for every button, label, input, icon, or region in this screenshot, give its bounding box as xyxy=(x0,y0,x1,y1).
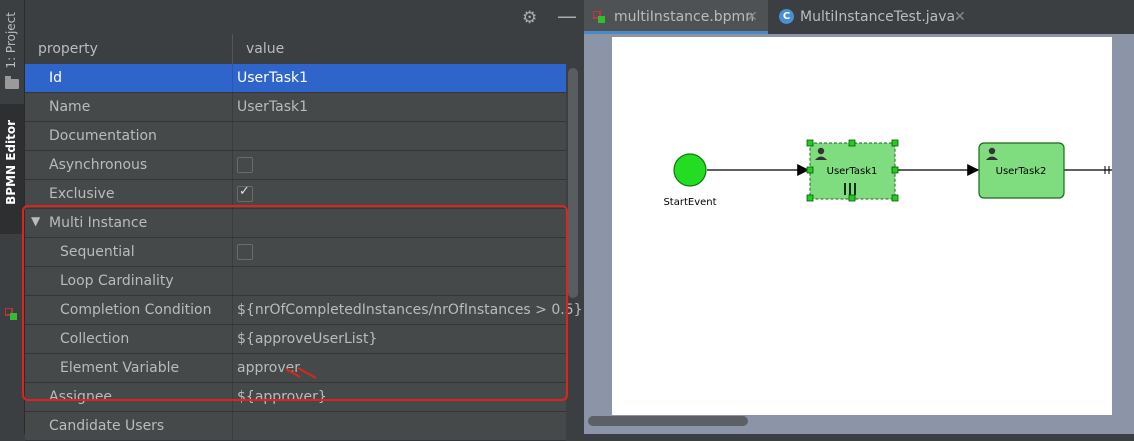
property-row[interactable]: Candidate Users xyxy=(25,412,566,441)
panel-toolbar: ⚙ — xyxy=(25,0,583,34)
project-tool-tab[interactable]: 1: Project xyxy=(0,0,24,100)
property-value[interactable]: ${approveUserList} xyxy=(237,331,378,347)
column-divider xyxy=(232,354,233,382)
user-icon xyxy=(815,147,827,160)
column-divider xyxy=(232,267,233,295)
column-divider xyxy=(232,383,233,411)
property-row[interactable]: Id UserTask1 xyxy=(25,64,566,93)
column-divider xyxy=(232,325,233,353)
user-task-2-label: UserTask2 xyxy=(996,166,1047,177)
diagram-viewport: StartEvent UserTask1 xyxy=(584,34,1134,434)
horizontal-scrollbar[interactable] xyxy=(588,416,748,426)
user-task-1-label: UserTask1 xyxy=(827,166,878,177)
property-name: Assignee xyxy=(49,389,113,405)
column-divider xyxy=(232,64,233,92)
bpmn-file-icon xyxy=(593,11,605,23)
tab-multiinstance-bpmn[interactable]: multiInstance.bpmn ✕ xyxy=(584,0,768,34)
start-event[interactable] xyxy=(673,153,707,187)
property-name: Exclusive xyxy=(49,186,115,202)
close-icon[interactable]: ✕ xyxy=(954,9,966,25)
property-row[interactable]: Loop Cardinality xyxy=(25,267,566,296)
property-name: Asynchronous xyxy=(49,157,148,173)
editor-area: multiInstance.bpmn ✕ C MultiInstanceTest… xyxy=(584,0,1134,434)
bpmn-diagram: StartEvent UserTask1 xyxy=(663,139,1112,208)
vertical-scrollbar[interactable] xyxy=(568,68,578,298)
close-icon[interactable]: ✕ xyxy=(746,9,758,25)
property-name: Multi Instance xyxy=(49,215,148,231)
parallel-multi-instance-icon xyxy=(844,183,856,195)
property-value[interactable]: ${approver} xyxy=(237,389,327,405)
value-column-header[interactable]: value xyxy=(246,41,285,57)
property-checkbox[interactable]: ✓ xyxy=(237,184,253,202)
user-task-2[interactable]: UserTask2 xyxy=(978,142,1065,199)
tab-label: multiInstance.bpmn xyxy=(614,9,755,25)
column-divider xyxy=(232,151,233,179)
property-value[interactable]: UserTask1 xyxy=(237,70,309,86)
start-event-label: StartEvent xyxy=(663,197,716,208)
property-row[interactable]: Element Variable approver xyxy=(25,354,566,383)
column-divider xyxy=(232,412,233,440)
gear-icon[interactable]: ⚙ xyxy=(522,8,538,28)
column-divider xyxy=(232,180,233,208)
property-checkbox[interactable] xyxy=(237,157,253,173)
column-divider xyxy=(232,34,233,64)
column-divider xyxy=(232,209,233,237)
property-row[interactable]: Asynchronous xyxy=(25,151,566,180)
tab-label: MultiInstanceTest.java xyxy=(800,9,956,25)
property-name: Name xyxy=(49,99,91,115)
property-name: Loop Cardinality xyxy=(60,273,174,289)
column-divider xyxy=(232,238,233,266)
property-row[interactable]: Sequential xyxy=(25,238,566,267)
underline-marks xyxy=(285,367,317,379)
property-row[interactable]: Exclusive ✓ xyxy=(25,180,566,209)
column-divider xyxy=(232,296,233,324)
selection-handles[interactable] xyxy=(806,139,899,202)
bpmn-icon xyxy=(5,308,17,320)
java-class-icon: C xyxy=(779,9,794,24)
property-name: Element Variable xyxy=(60,360,180,376)
expand-caret-icon[interactable]: ▼ xyxy=(31,214,41,228)
property-name: Collection xyxy=(60,331,130,347)
property-row[interactable]: Documentation xyxy=(25,122,566,151)
column-divider xyxy=(232,93,233,121)
bpmn-tab-label: BPMN Editor xyxy=(4,120,18,205)
bpmn-editor-tool-tab[interactable]: BPMN Editor xyxy=(0,104,24,320)
property-value[interactable]: UserTask1 xyxy=(237,99,309,115)
minimize-icon[interactable]: — xyxy=(557,4,577,28)
property-value[interactable]: approver xyxy=(237,360,301,376)
property-name: Documentation xyxy=(49,128,157,144)
property-column-header[interactable]: property xyxy=(38,41,98,57)
highlight-box xyxy=(22,205,568,401)
project-tab-label: 1: Project xyxy=(4,12,18,69)
user-task-1[interactable]: UserTask1 xyxy=(806,139,899,202)
tab-multiinstancetest-java[interactable]: C MultiInstanceTest.java ✕ xyxy=(770,0,972,33)
property-name: Sequential xyxy=(60,244,135,260)
diagram-canvas[interactable]: StartEvent UserTask1 xyxy=(612,37,1112,415)
property-name: Completion Condition xyxy=(60,302,212,318)
property-row[interactable]: Completion Condition ${nrOfCompletedInsta… xyxy=(25,296,583,325)
properties-table-header: property value xyxy=(25,34,566,65)
user-icon xyxy=(986,147,998,160)
property-row[interactable]: ▼ Multi Instance xyxy=(25,209,566,238)
column-divider xyxy=(232,122,233,150)
property-row[interactable]: Collection ${approveUserList} xyxy=(25,325,566,354)
property-row[interactable]: Assignee ${approver} xyxy=(25,383,566,412)
checkmark-icon: ✓ xyxy=(239,184,250,199)
property-checkbox[interactable] xyxy=(237,244,253,260)
property-value[interactable]: ${nrOfCompletedInstances/nrOfInstances >… xyxy=(237,302,583,318)
property-name: Candidate Users xyxy=(49,418,165,434)
editor-tab-bar: multiInstance.bpmn ✕ C MultiInstanceTest… xyxy=(584,0,1134,35)
folder-icon xyxy=(5,76,19,89)
property-row[interactable]: Name UserTask1 xyxy=(25,93,566,122)
tool-window-strip: 1: Project BPMN Editor xyxy=(0,0,25,434)
property-name: Id xyxy=(49,70,63,86)
